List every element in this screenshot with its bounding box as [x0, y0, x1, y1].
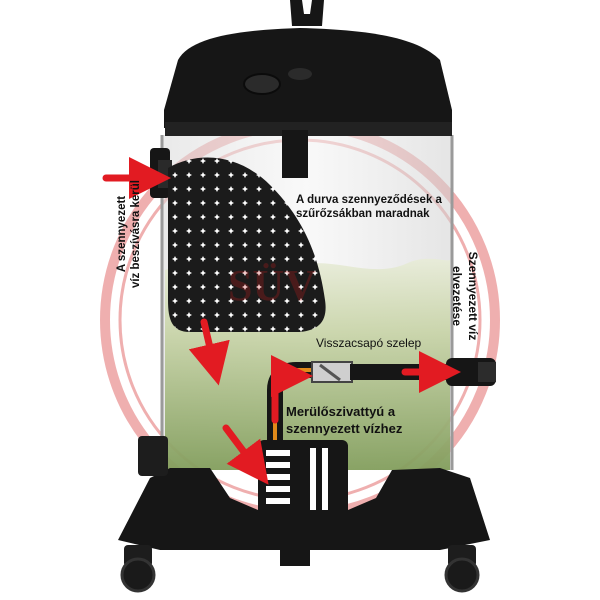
- filter-label-line1: A durva szennyeződések a: [296, 194, 442, 206]
- inlet-label: A szennyezett víz beszívásra kerül: [115, 149, 143, 319]
- motor-head: [164, 0, 452, 178]
- pump-label-line2: szennyezett vízhez: [286, 421, 403, 436]
- watermark-text: SÜV: [228, 261, 316, 310]
- check-valve: [311, 361, 353, 383]
- submersible-pump: [258, 440, 348, 518]
- arrows: [102, 157, 461, 485]
- valve-label: Visszacsapó szelep: [316, 336, 422, 350]
- pump-label-line1: Merülőszivattyú a: [286, 404, 396, 419]
- filter-bag: [168, 157, 326, 332]
- pump-label: Merülőszivattyú a szennyezett vízhez: [286, 403, 402, 437]
- arrow-down-filter: [188, 318, 230, 386]
- base: [118, 436, 490, 593]
- arrow-pipe-up: [270, 355, 313, 424]
- outlet-label-line2: elvezetése: [450, 265, 464, 327]
- pump-grille: [266, 448, 328, 512]
- outlet-label-line1: Szennyezett víz: [466, 251, 480, 341]
- outlet-label: Szennyezett víz elvezetése: [449, 231, 481, 361]
- inlet-label-line2: víz beszívásra kerül: [130, 179, 142, 289]
- wheel-left: [120, 545, 156, 593]
- arrow-into-pump: [222, 424, 269, 485]
- wheel-right: [444, 545, 480, 593]
- filter-label-line2: szűrőzsákban maradnak: [296, 208, 430, 220]
- filter-label: A durva szennyeződések a szűrőzsákban ma…: [296, 193, 442, 221]
- inlet-label-line1: A szennyezett: [116, 195, 128, 273]
